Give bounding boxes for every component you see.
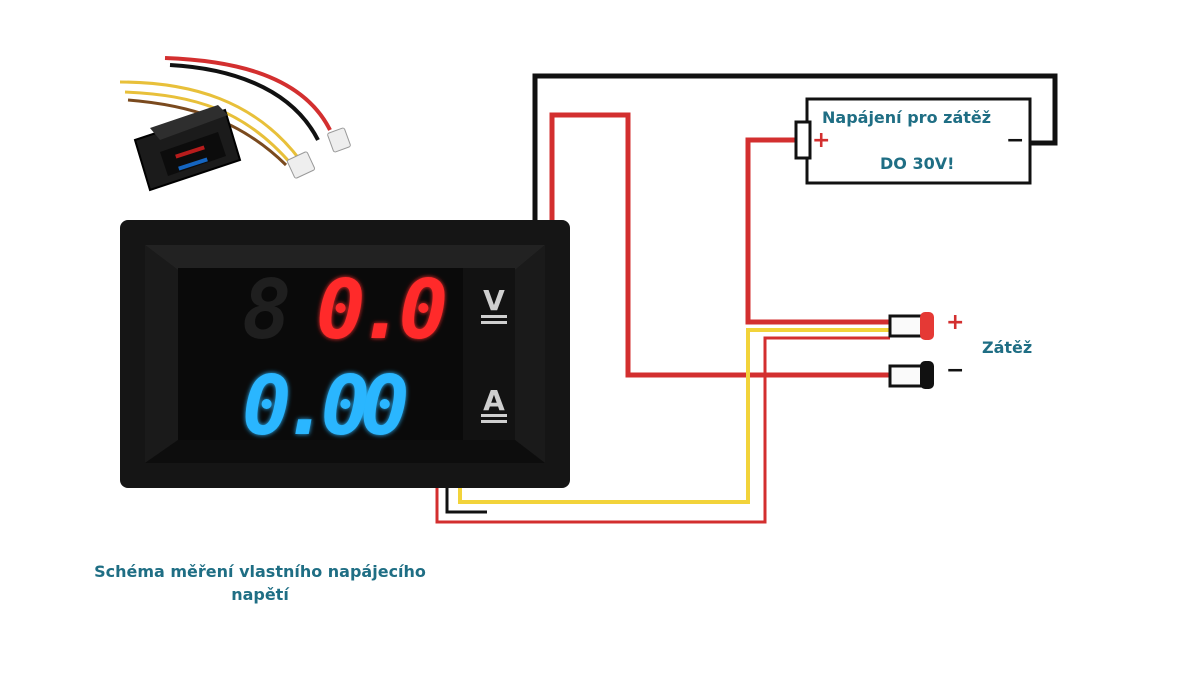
photo-connector-2 — [286, 151, 316, 179]
meter-bezel-right — [515, 245, 545, 463]
load-label: Zátěž — [982, 338, 1033, 357]
voltage-unit-underline-2 — [481, 321, 507, 324]
battery-minus-sign: − — [1006, 128, 1025, 153]
load-minus-cap — [920, 361, 934, 389]
wires — [435, 73, 1058, 524]
photo-led-blue — [178, 157, 208, 171]
battery-voltage-note: DO 30V! — [880, 154, 955, 173]
wire-red-battery-to-load-plus — [745, 137, 890, 325]
meter-display — [178, 268, 515, 440]
battery — [794, 97, 1032, 185]
voltage-unit: V — [483, 284, 505, 317]
wire-black-top — [532, 73, 1058, 222]
current-reading: 0.00 — [242, 359, 406, 454]
photo-led-red — [175, 145, 205, 159]
meter-unit-panel — [463, 268, 515, 440]
photo-wire-yellow-1 — [119, 80, 302, 161]
load-terminals — [888, 312, 934, 389]
photo-connector-1 — [327, 127, 351, 153]
meter-bezel-left — [145, 245, 178, 463]
photo-module-top — [150, 105, 228, 140]
current-unit: A — [483, 384, 505, 417]
load-plus-cap — [920, 312, 934, 340]
wire-yellow — [458, 328, 890, 504]
load-minus-sleeve — [888, 364, 924, 388]
wire-thin-black — [445, 488, 487, 514]
battery-plus-sign: + — [812, 128, 831, 153]
diagram-caption: Schéma měření vlastního napájecího napět… — [94, 562, 426, 604]
battery-label: Napájení pro zátěž — [822, 108, 992, 127]
photo-module-screen — [160, 132, 226, 176]
panel-meter: 8 0.0 0.00 V A — [120, 220, 570, 488]
load-plus-sleeve — [888, 314, 924, 338]
load-plus-sign: + — [946, 310, 965, 335]
meter-bezel-top — [145, 245, 545, 270]
wire-red-meter-to-load-minus — [549, 112, 890, 378]
load-minus-sign: − — [946, 358, 965, 383]
current-unit-underline-2 — [481, 420, 507, 423]
current-unit-underline-1 — [481, 414, 507, 417]
meter-bezel-bottom — [145, 440, 545, 463]
voltage-unit-underline-1 — [481, 315, 507, 318]
photo-wire-red — [164, 56, 332, 131]
voltage-ghost-digit: 8 — [242, 263, 291, 358]
photo-wire-black — [169, 63, 320, 141]
module-photo — [119, 56, 351, 192]
battery-terminal — [794, 120, 812, 160]
wire-thin-red — [435, 336, 890, 524]
voltage-reading: 0.0 — [316, 263, 445, 358]
